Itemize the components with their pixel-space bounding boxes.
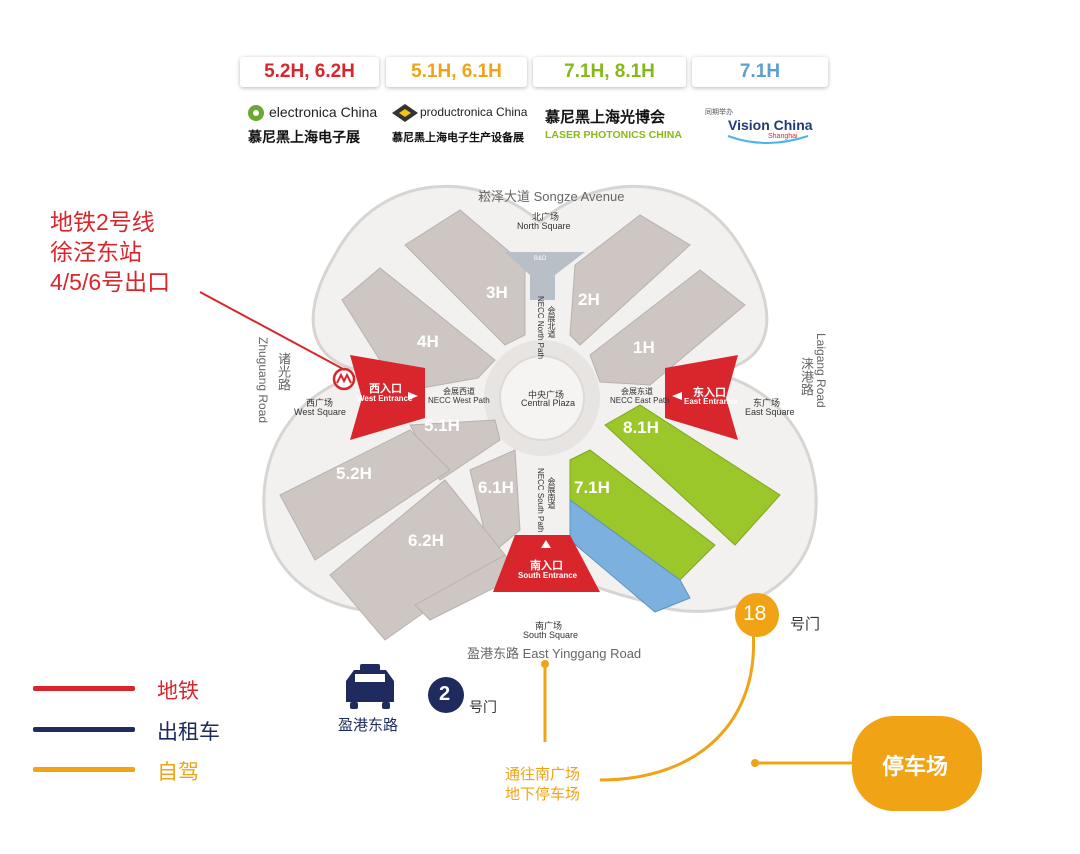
legend-metro-line	[33, 686, 135, 691]
hall-5.2h	[279, 429, 451, 561]
north-entrance-label: B&D	[534, 256, 547, 262]
south-entrance-en: South Entrance	[518, 571, 578, 580]
square-east-en: East Square	[745, 407, 795, 417]
west-entrance-cn: 西入口	[369, 383, 402, 395]
east-entrance-en: East Entrance	[684, 397, 738, 406]
legend-drive-line	[33, 767, 135, 772]
hall-3h	[404, 209, 526, 346]
productronica-brand-cn: 慕尼黑上海电子生产设备展	[392, 132, 524, 144]
hall-7.1h-blue	[569, 499, 691, 613]
hall-5.2h-label: 5.2H	[336, 464, 372, 483]
central-plaza-en: Central Plaza	[521, 398, 576, 408]
productronica-logo-icon	[392, 104, 418, 122]
parking-link-end	[751, 759, 759, 767]
gate-18-number: 18	[743, 602, 767, 625]
east-entrance-cn: 东入口	[693, 387, 726, 399]
hall-3h-label: 3H	[486, 283, 508, 302]
central-plaza	[499, 355, 585, 441]
legend-metro-label: 地铁	[157, 680, 199, 703]
hall-tab-laser: 7.1H, 8.1H	[533, 57, 686, 87]
east-entrance	[665, 355, 738, 440]
hall-tab-vision: 7.1H	[692, 57, 828, 87]
metro-note-line-1: 地铁2号线	[50, 209, 155, 235]
road-west-cn: 诸光路	[276, 352, 291, 391]
north-entrance	[505, 252, 585, 300]
hall-6.2h-label: 6.2H	[408, 531, 444, 550]
central-plaza-cn: 中央广场	[528, 390, 565, 400]
path-north-cn: 会展北道	[547, 306, 556, 338]
parking-label: 停车场	[882, 754, 949, 779]
square-west-cn: 西广场	[306, 398, 334, 408]
hall-5.1h-label: 5.1H	[424, 416, 460, 435]
square-south-cn: 南广场	[535, 621, 563, 631]
path-east-cn: 会展东道	[621, 387, 653, 396]
electronica-brand-cn: 慕尼黑上海电子展	[248, 129, 360, 145]
road-north: 崧泽大道 Songze Avenue	[478, 189, 625, 204]
parking-note-line-2: 地下停车场	[505, 786, 581, 803]
gate-2-suffix: 号门	[469, 699, 497, 715]
taxi-icon	[346, 664, 394, 709]
square-east-cn: 东广场	[753, 398, 781, 408]
hall-6.1h	[469, 449, 521, 556]
electronica-logo-icon	[248, 105, 264, 121]
square-south-en: South Square	[523, 630, 579, 640]
path-south-en: NECC South Path	[536, 468, 545, 533]
road-south: 盈港东路 East Yinggang Road	[467, 646, 642, 661]
gate-18-circle	[735, 593, 779, 637]
gate18-route-line	[599, 629, 756, 782]
metro-note-line-3: 4/5/6号出口	[50, 269, 171, 295]
vision-brand-sub: Shanghai	[768, 133, 798, 140]
gate-18-suffix: 号门	[790, 616, 821, 633]
hall-8.1h-label: 8.1H	[623, 418, 659, 437]
metro-callout-line	[199, 291, 346, 371]
path-west-cn: 会展西道	[443, 387, 475, 396]
square-west-en: West Square	[294, 407, 346, 417]
hall-1h-label: 1H	[633, 338, 655, 357]
taxi-label: 盈港东路	[338, 717, 399, 734]
metro-note-line-2: 徐泾东站	[50, 239, 142, 265]
productronica-brand: productronica China	[420, 105, 528, 119]
vision-brand-note: 同期举办	[705, 109, 733, 116]
legend-taxi-label: 出租车	[157, 721, 220, 744]
legend-taxi-line	[33, 727, 135, 732]
legend-drive-label: 自驾	[157, 761, 199, 784]
vision-swoosh-icon	[727, 135, 809, 144]
road-east-en: Laigang Road	[814, 333, 828, 408]
hall-8.1h	[604, 404, 781, 546]
road-east-cn: 涞港路	[799, 357, 814, 396]
hall-7.1h-green	[569, 449, 716, 581]
square-north-cn: 北广场	[532, 212, 560, 222]
west-entrance	[350, 355, 425, 440]
hall-1h	[589, 269, 746, 386]
hall-2h	[569, 214, 691, 346]
gate-2-number: 2	[439, 683, 451, 705]
hall-2h-label: 2H	[578, 290, 600, 309]
parking-note-line-1: 通往南广场	[505, 766, 581, 783]
electronica-brand: electronica China	[269, 104, 378, 120]
hall-6.1h-label: 6.1H	[478, 478, 514, 497]
hall-tab-productronica: 5.1H, 6.1H	[386, 57, 527, 87]
path-north-en: NECC North Path	[536, 296, 545, 360]
path-east-en: NECC East Path	[610, 396, 670, 405]
south-entrance-cn: 南入口	[530, 560, 563, 572]
laser-brand: LASER PHOTONICS CHINA	[545, 129, 682, 141]
hall-4h-label: 4H	[417, 332, 439, 351]
gate-2-circle	[428, 677, 464, 713]
hall-7.1h-label: 7.1H	[574, 478, 610, 497]
halls	[279, 209, 746, 641]
hall-tab-electronica: 5.2H, 6.2H	[240, 57, 379, 87]
road-west-en: Zhuguang Road	[256, 337, 270, 424]
south-plaza-route-end	[541, 660, 549, 668]
west-entrance-en: West Entrance	[357, 394, 413, 403]
south-entrance	[493, 535, 600, 592]
parking-lot	[852, 716, 982, 811]
vision-brand: Vision China	[728, 117, 813, 133]
path-west-en: NECC West Path	[428, 396, 490, 405]
path-south-cn: 会展南道	[547, 477, 556, 509]
laser-brand-cn: 慕尼黑上海光博会	[545, 109, 666, 126]
square-north-en: North Square	[517, 221, 571, 231]
